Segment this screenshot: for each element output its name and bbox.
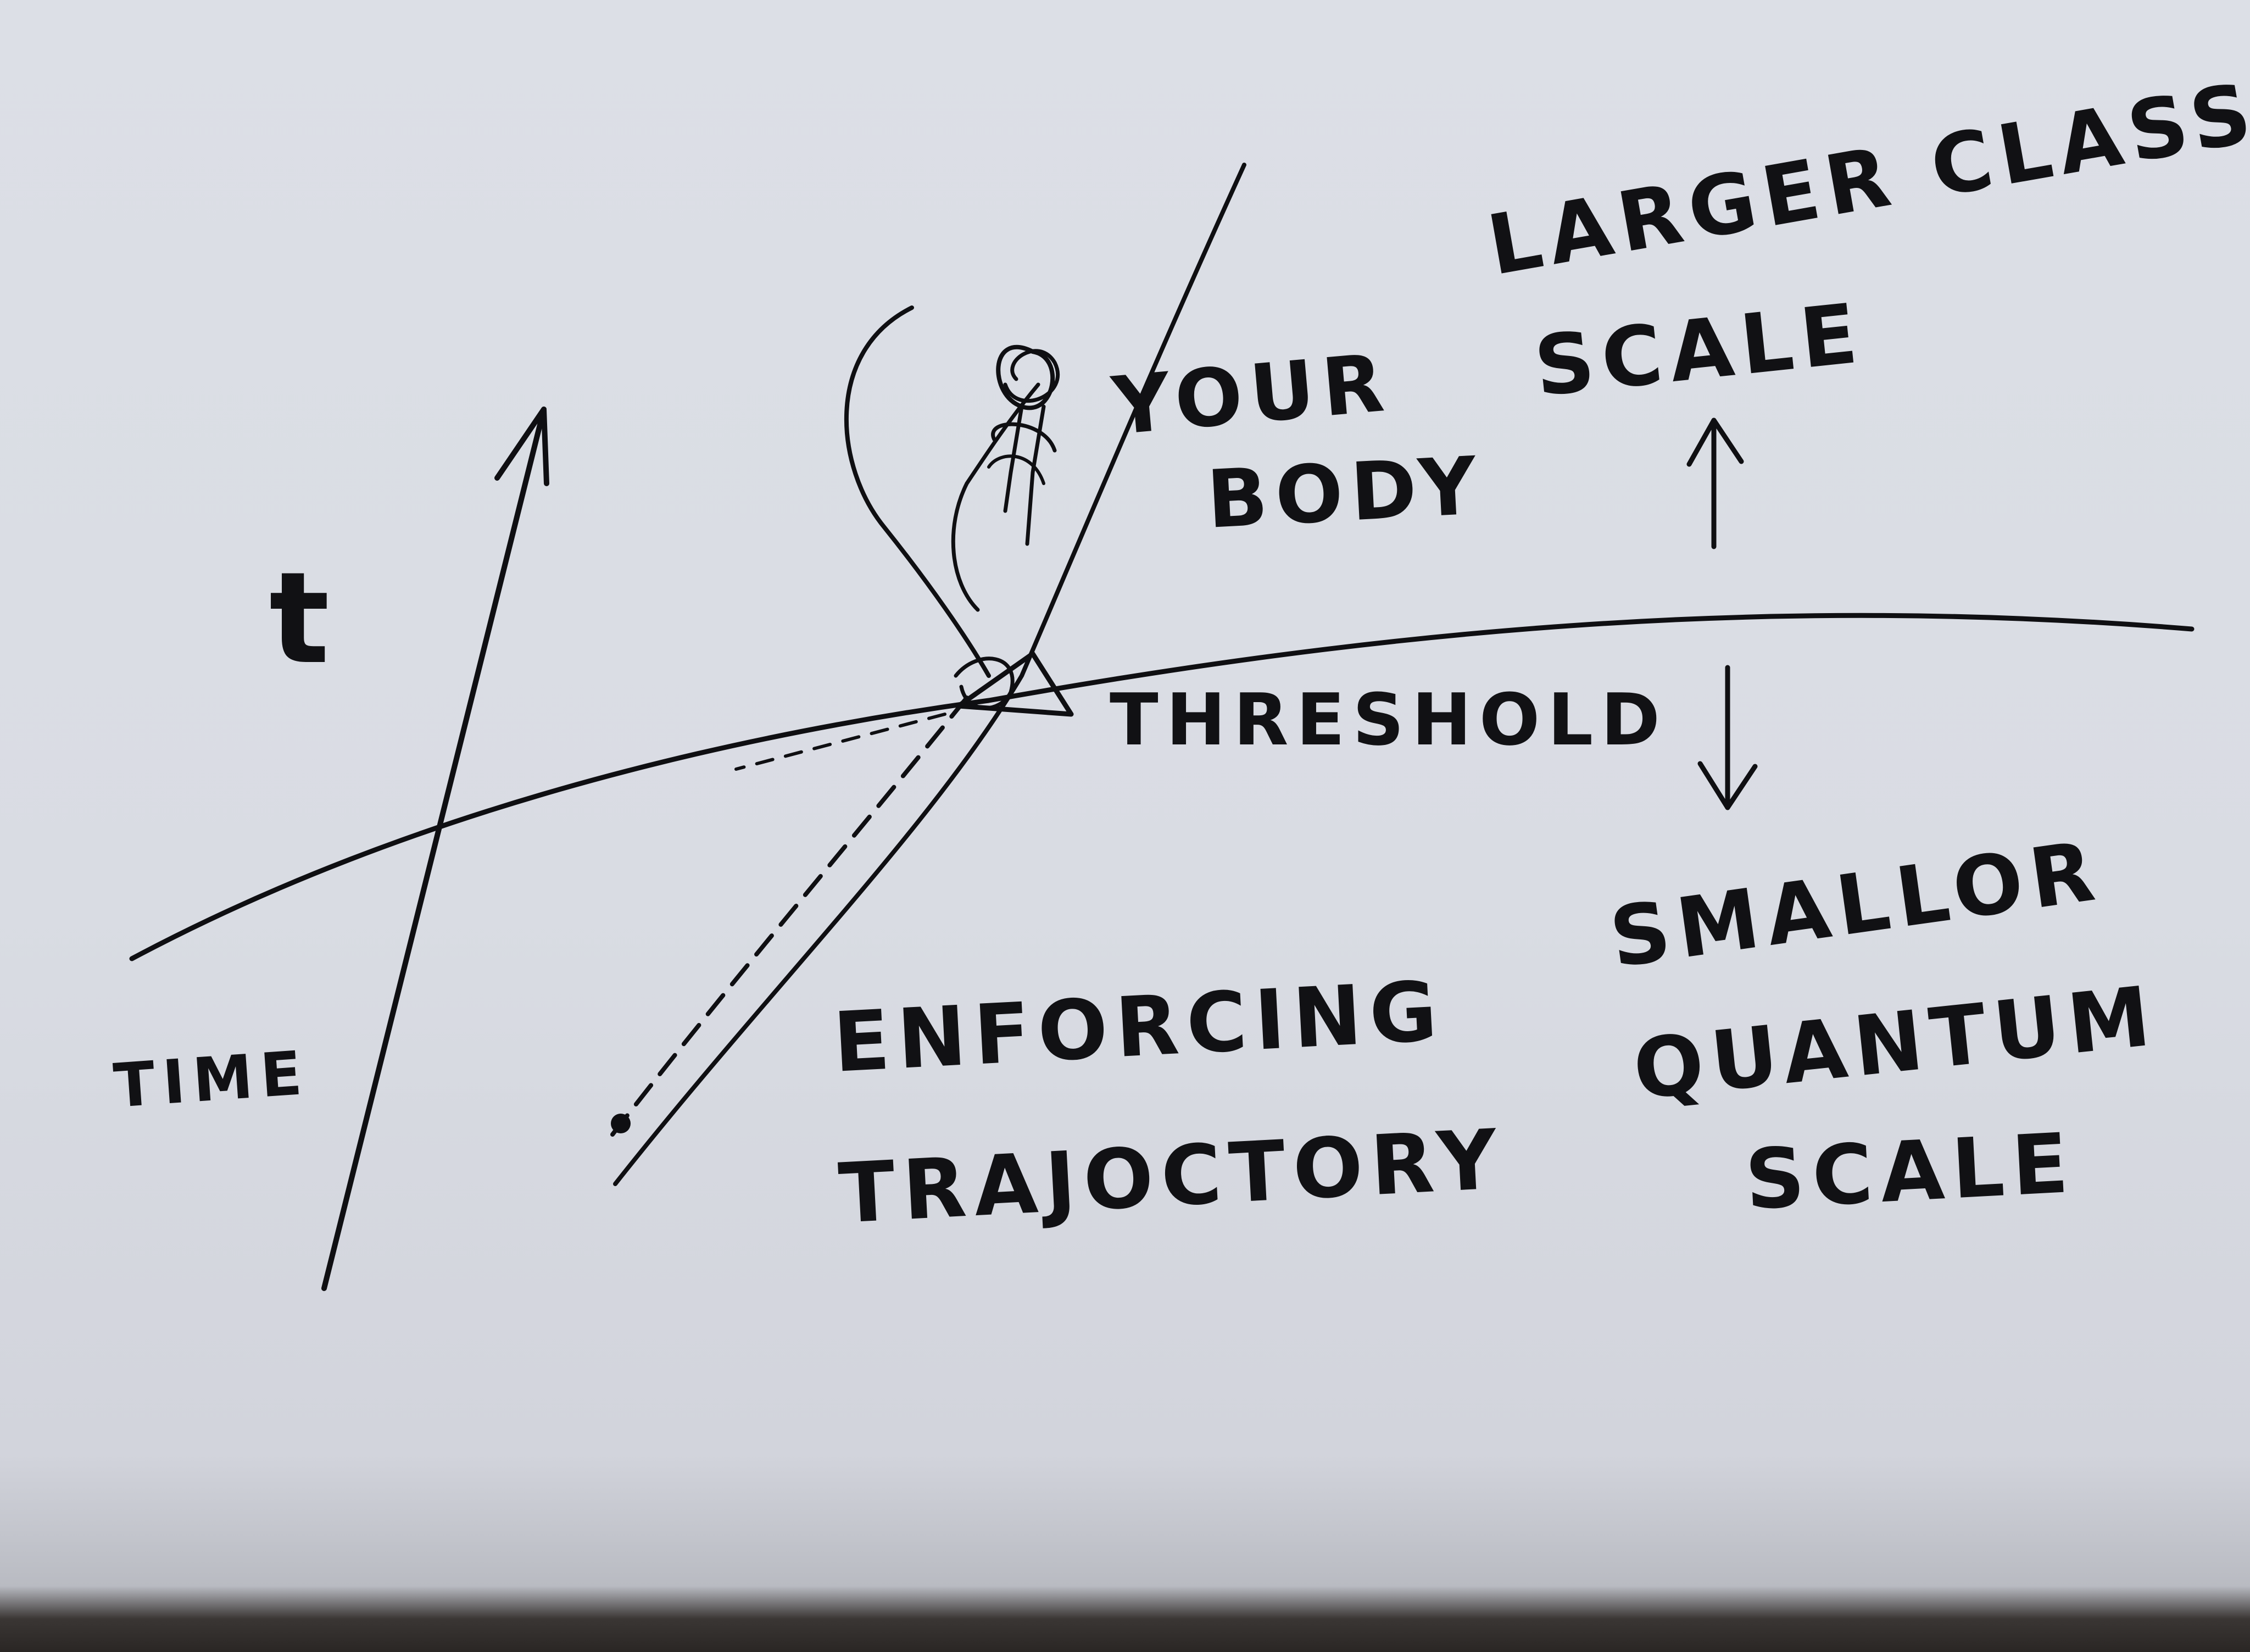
- your-body-label-line2: BODY: [1205, 440, 1486, 547]
- enforcing-trajectory-label-line2: TRAJOCTORY: [837, 1112, 1507, 1242]
- time-axis-arrowhead: [497, 409, 547, 483]
- time-label: TIME: [112, 1037, 312, 1121]
- larger-classical-label-line1: LARGER CLASSICAL: [1481, 23, 2250, 294]
- smaller-quantum-label-line2: QUANTUM: [1629, 969, 2163, 1119]
- threshold-label: THRESHOLD: [1110, 678, 1668, 761]
- trajectory-endpoint-dot: [611, 1114, 631, 1133]
- your-body-label-line1: YOUR: [1107, 336, 1395, 453]
- t-symbol-label: t: [269, 546, 337, 692]
- time-axis: [324, 409, 544, 1288]
- larger-classical-label-line2: SCALE: [1530, 286, 1869, 415]
- body-loop: [846, 308, 989, 676]
- body-inner-loop: [953, 385, 1038, 610]
- smaller-quantum-label-line1: SMALLOR: [1605, 823, 2108, 987]
- smaller-quantum-label-line3: SCALE: [1743, 1116, 2079, 1228]
- body-figure-scribble: [989, 347, 1058, 544]
- enforcing-trajectory-label-line1: ENFORCING: [831, 964, 1447, 1091]
